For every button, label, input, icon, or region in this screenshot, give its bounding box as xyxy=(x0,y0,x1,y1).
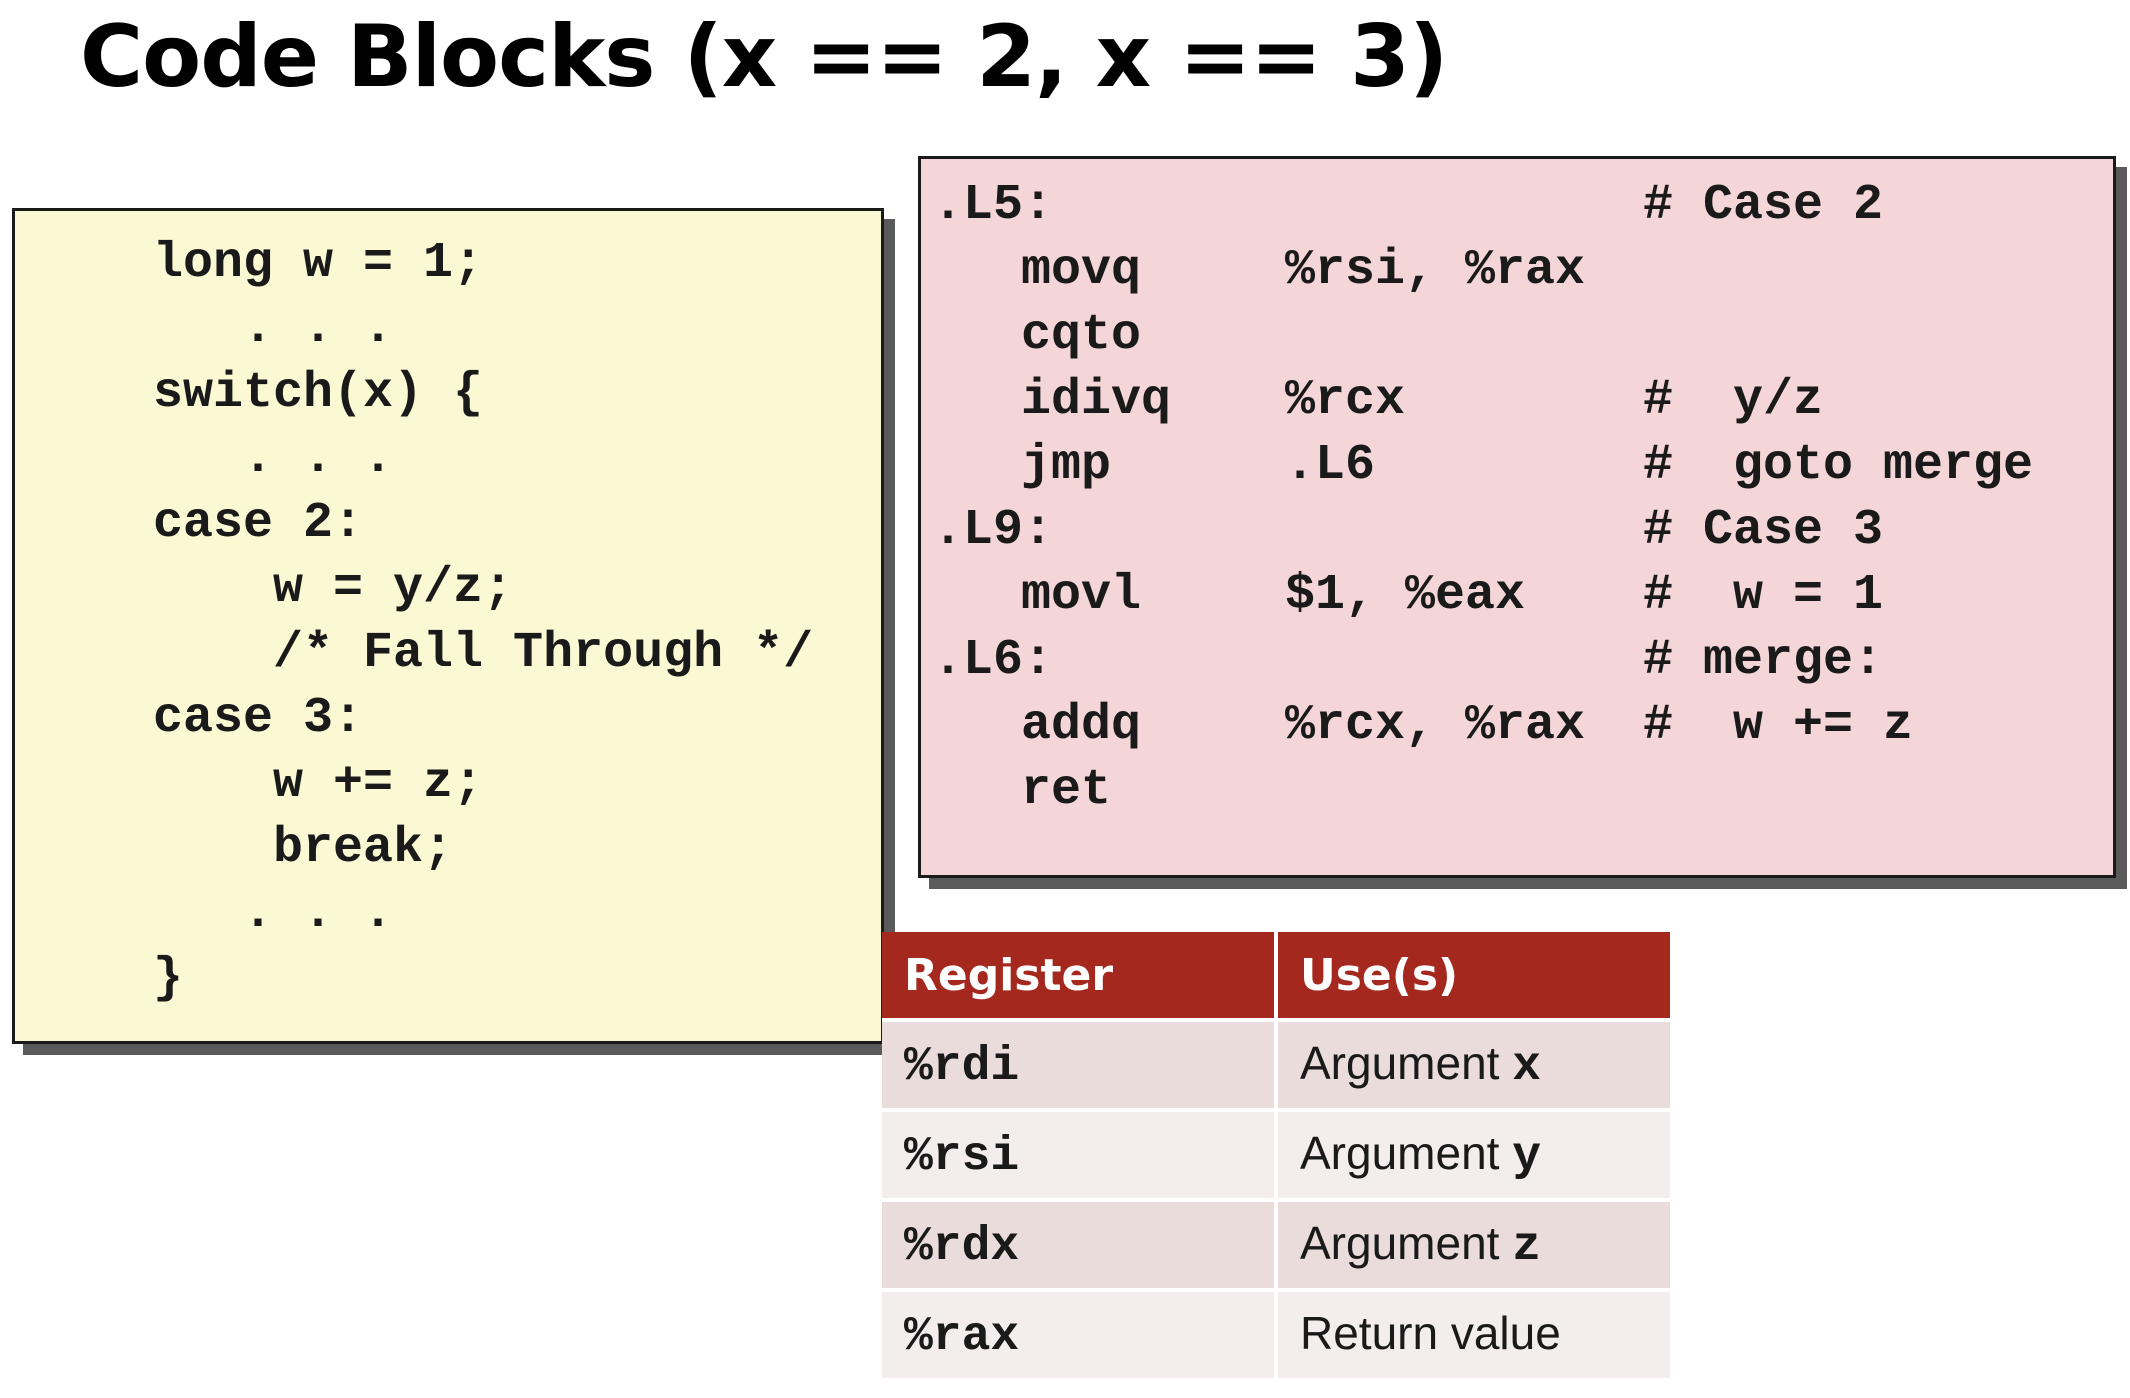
assembly-code-box: .L5: # Case 2 movq %rsi, %rax cqto idivq… xyxy=(918,156,2116,878)
asm-comment: # goto merge xyxy=(1643,437,2034,494)
asm-operands: %rcx, %rax xyxy=(1285,697,1586,754)
use-cell: Return value xyxy=(1276,1290,1674,1382)
register-name: %rsi xyxy=(904,1130,1020,1184)
use-text: Argument xyxy=(1300,1217,1513,1269)
use-text: Argument xyxy=(1300,1037,1513,1089)
asm-operands: .L6 xyxy=(1285,437,1376,494)
c-code-box: long w = 1; . . . switch(x) { . . . case… xyxy=(12,208,884,1044)
asm-opcode: movl xyxy=(1021,567,1142,624)
c-code-line: } xyxy=(153,950,184,1007)
c-code-line: switch(x) { xyxy=(153,365,484,422)
asm-opcode: jmp xyxy=(1021,437,1112,494)
c-code-line: /* Fall Through */ xyxy=(153,625,814,682)
c-code-line: w = y/z; xyxy=(153,560,514,617)
asm-opcode: ret xyxy=(1021,762,1112,819)
use-cell: Argument z xyxy=(1276,1200,1674,1292)
register-cell: %rdi xyxy=(882,1020,1278,1112)
asm-comment: # Case 3 xyxy=(1643,502,1884,559)
use-argument: x xyxy=(1512,1040,1542,1094)
asm-operands: %rcx xyxy=(1285,372,1406,429)
c-code-line: long w = 1; xyxy=(153,235,484,292)
c-code-line: . . . xyxy=(153,300,394,357)
register-name: %rdi xyxy=(904,1040,1020,1094)
register-cell: %rax xyxy=(882,1290,1278,1382)
column-header-uses: Use(s) xyxy=(1276,932,1674,1022)
register-cell: %rdx xyxy=(882,1200,1278,1292)
asm-comment: # Case 2 xyxy=(1643,177,1884,234)
asm-comment: # y/z xyxy=(1643,372,1824,429)
use-cell: Argument x xyxy=(1276,1020,1674,1112)
asm-opcode: idivq xyxy=(1021,372,1172,429)
asm-operands: %rsi, %rax xyxy=(1285,242,1586,299)
c-code-line: break; xyxy=(153,820,454,877)
c-code-line: case 2: xyxy=(153,495,364,552)
register-name: %rdx xyxy=(904,1220,1020,1274)
table-row: %rdi Argument x xyxy=(882,1020,1674,1112)
asm-label: .L9: xyxy=(933,502,1054,559)
asm-opcode: addq xyxy=(1021,697,1142,754)
asm-operands: $1, %eax xyxy=(1285,567,1526,624)
table-row: %rdx Argument z xyxy=(882,1200,1674,1292)
use-cell: Argument y xyxy=(1276,1110,1674,1202)
asm-comment: # merge: xyxy=(1643,632,1884,689)
register-cell: %rsi xyxy=(882,1110,1278,1202)
page-title: Code Blocks (x == 2, x == 3) xyxy=(80,7,1448,107)
use-argument: y xyxy=(1512,1130,1542,1184)
register-table-header: Register Use(s) xyxy=(882,932,1674,1022)
table-row: %rax Return value xyxy=(882,1290,1674,1382)
register-table: Register Use(s) %rdi Argument x %rsi Arg… xyxy=(882,932,1674,1382)
table-row: %rsi Argument y xyxy=(882,1110,1674,1202)
c-code-line: case 3: xyxy=(153,690,364,747)
use-text: Argument xyxy=(1300,1127,1513,1179)
asm-label: .L5: xyxy=(933,177,1054,234)
register-name: %rax xyxy=(904,1310,1020,1364)
c-code-line: w += z; xyxy=(153,755,484,812)
use-argument: z xyxy=(1512,1220,1542,1274)
asm-comment: # w += z xyxy=(1643,697,1914,754)
use-text: Return value xyxy=(1300,1307,1561,1359)
c-code-line: . . . xyxy=(153,885,394,942)
column-header-register: Register xyxy=(882,932,1278,1022)
c-code-line: . . . xyxy=(153,430,394,487)
asm-comment: # w = 1 xyxy=(1643,567,1884,624)
asm-opcode: movq xyxy=(1021,242,1142,299)
asm-label: .L6: xyxy=(933,632,1054,689)
asm-opcode: cqto xyxy=(1021,307,1142,364)
